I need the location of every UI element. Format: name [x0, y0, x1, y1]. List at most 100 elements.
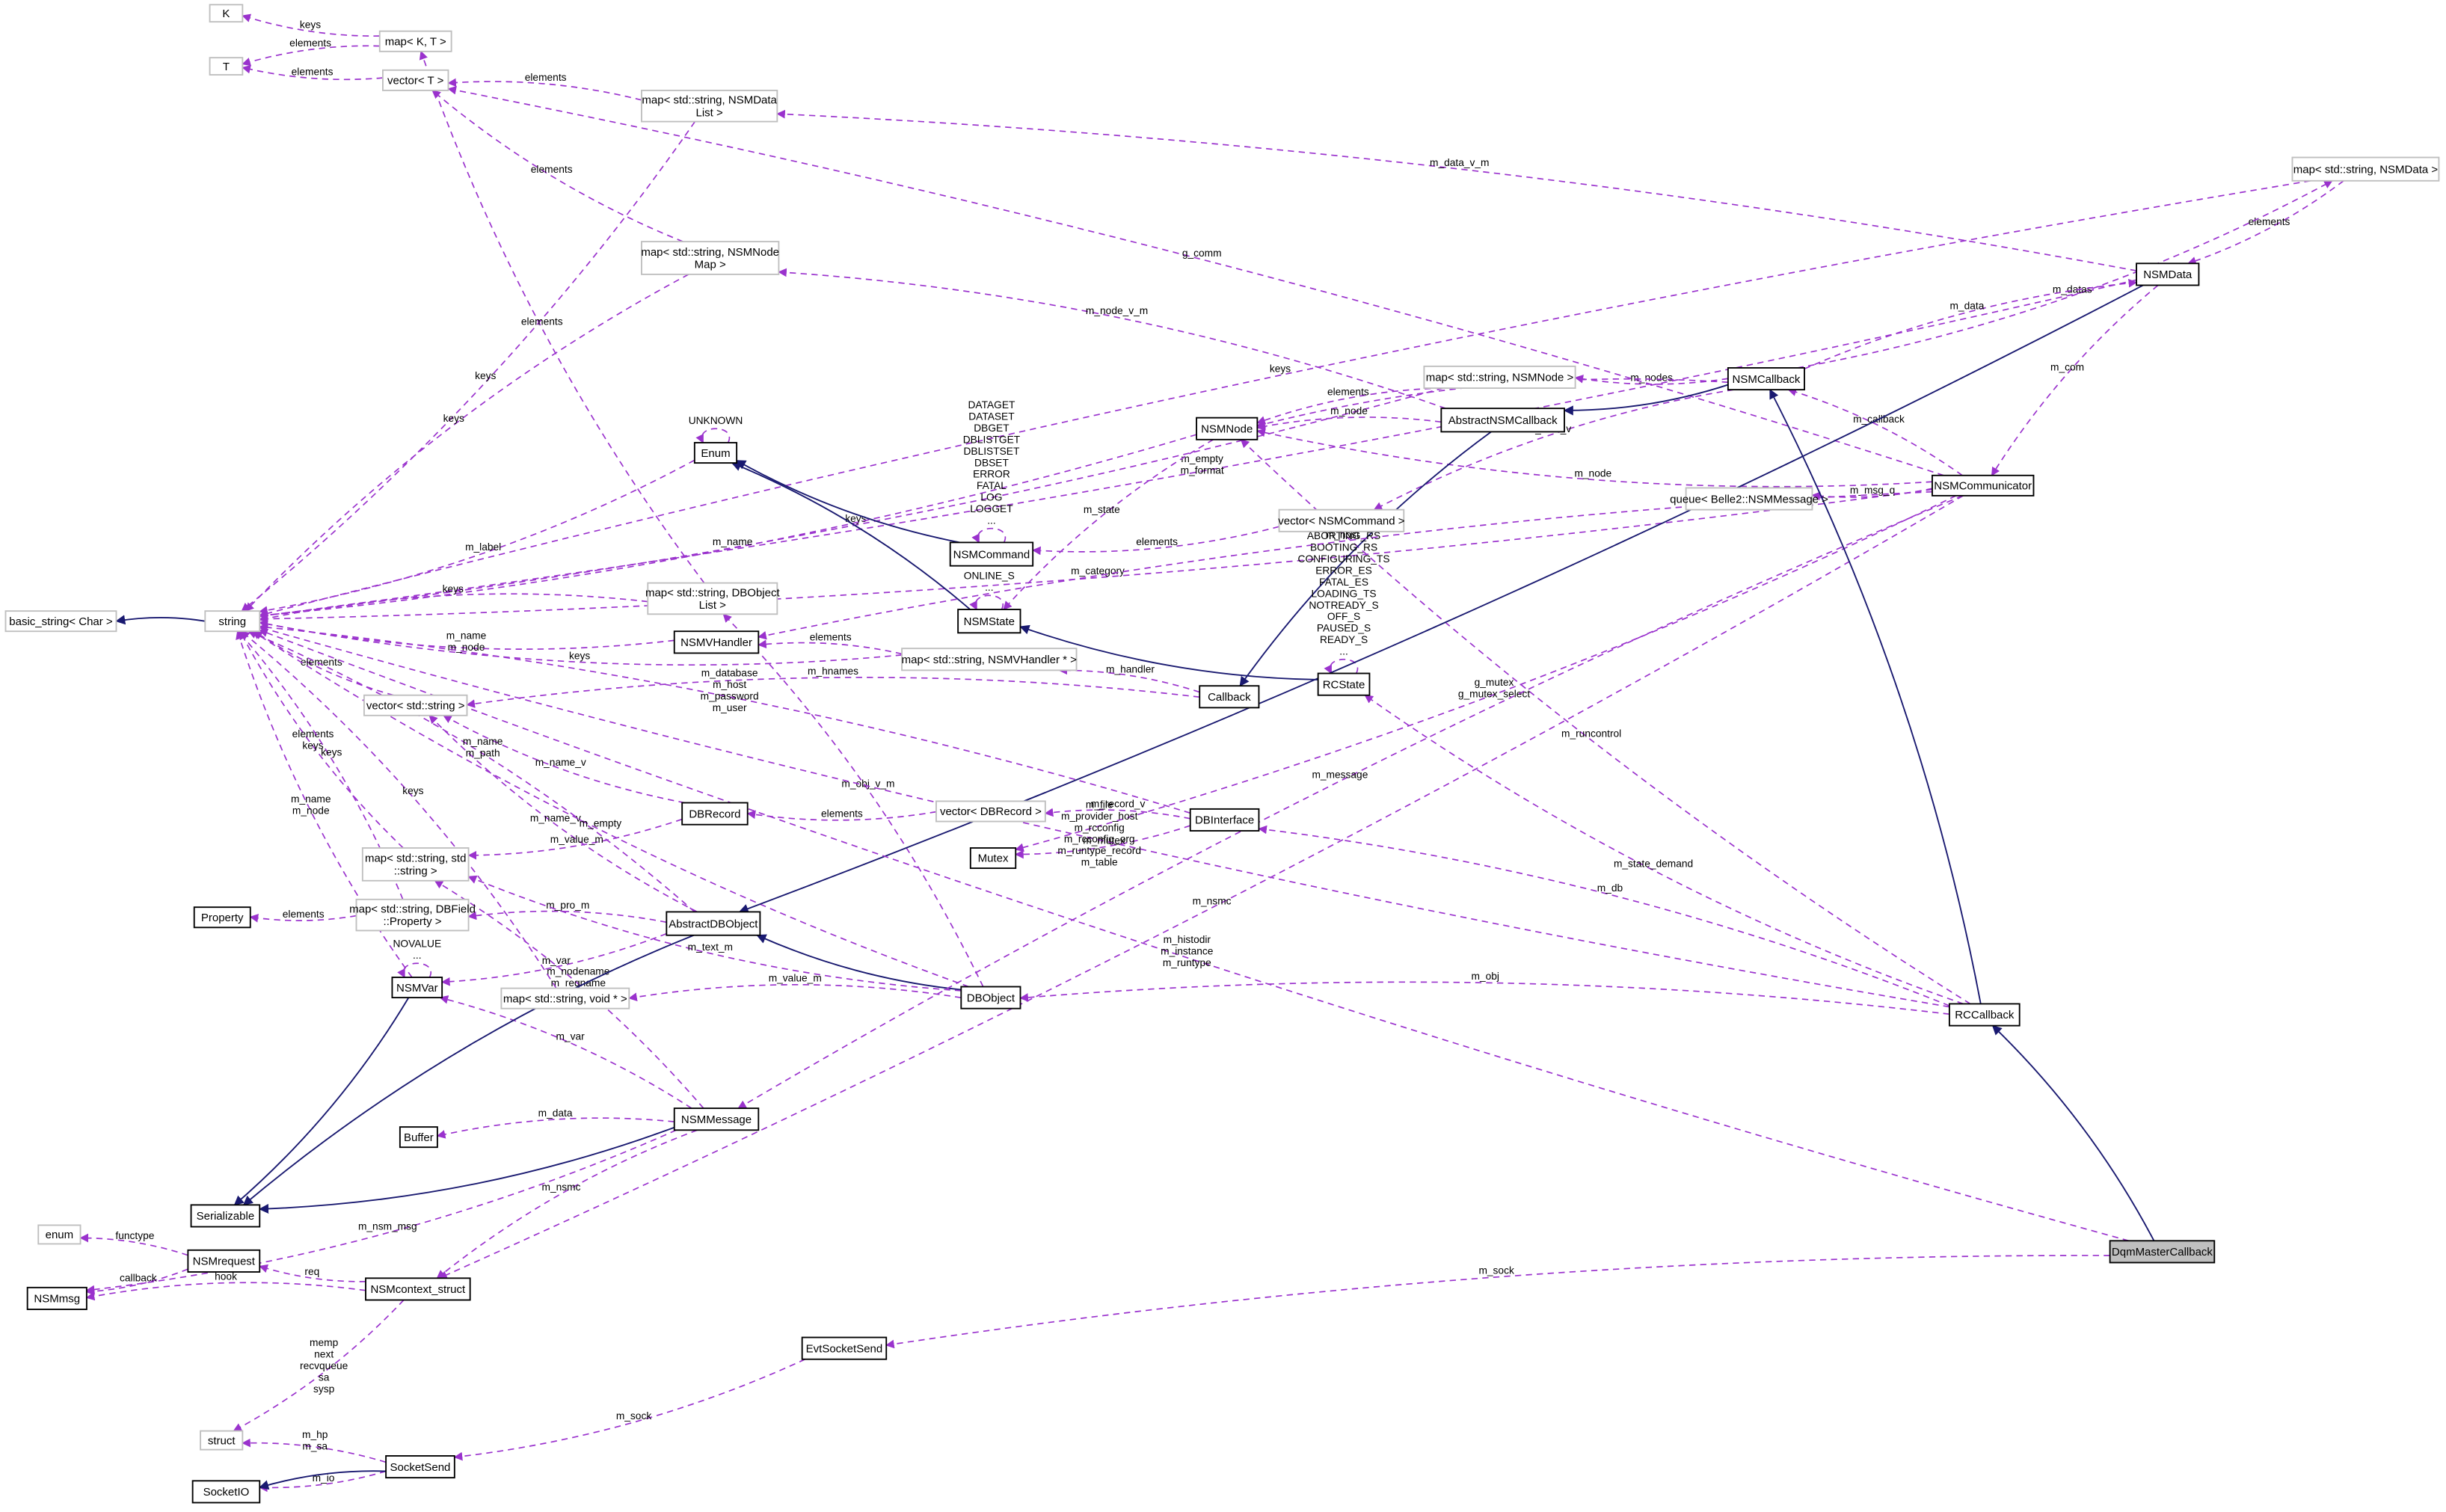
class-node-nsmrequest[interactable]: NSMrequest [187, 1249, 261, 1273]
class-node-abstract-dbobject[interactable]: AbstractDBObject [666, 911, 761, 936]
class-node-map-data[interactable]: map< std::string, NSMData > [2291, 156, 2440, 182]
class-box[interactable] [2109, 1240, 2216, 1264]
class-box[interactable] [693, 442, 738, 464]
class-node-nsmcommunicator[interactable]: NSMCommunicator [1932, 474, 2035, 497]
class-node-enum[interactable]: enum [37, 1224, 82, 1245]
class-node-nsmcontext[interactable]: NSMcontext_struct [365, 1277, 471, 1301]
class-box[interactable] [801, 1336, 888, 1360]
class-node-map-dbfield[interactable]: map< std::string, DBField::Property > [349, 898, 476, 932]
class-box[interactable] [190, 1204, 261, 1228]
class-node-queue[interactable]: queue< Belle2::NSMMessage > [1670, 487, 1828, 511]
class-box[interactable] [949, 541, 1034, 567]
class-node-t[interactable]: T [209, 57, 244, 76]
class-node-map-kt[interactable]: map< K, T > [378, 30, 452, 52]
class-node-enum[interactable]: Enum [693, 442, 738, 464]
class-node-dqm-master-callback[interactable]: DqmMasterCallback [2109, 1240, 2216, 1264]
class-box[interactable] [641, 89, 778, 123]
class-box[interactable] [26, 1286, 87, 1310]
class-box[interactable] [378, 30, 452, 52]
class-node-dbobject[interactable]: DBObject [960, 986, 1021, 1009]
class-node-k[interactable]: K [209, 4, 244, 23]
class-box[interactable] [1948, 1003, 2021, 1027]
class-box[interactable] [191, 1480, 261, 1504]
class-node-rcstate[interactable]: RCState [1317, 672, 1371, 696]
class-node-struct[interactable]: struct [200, 1430, 244, 1451]
class-node-dbrecord[interactable]: DBRecord [681, 802, 749, 826]
class-box[interactable] [4, 610, 117, 633]
class-node-nsmvar[interactable]: NSMVar [391, 977, 443, 999]
class-node-serializable[interactable]: Serializable [190, 1204, 261, 1228]
class-box[interactable] [1317, 672, 1371, 696]
class-node-vec-t[interactable]: vector< T > [381, 69, 449, 91]
class-box[interactable] [673, 1107, 760, 1131]
class-node-map-std-string[interactable]: map< std::string, std::string > [361, 847, 470, 882]
class-box[interactable] [1423, 365, 1576, 389]
class-box[interactable] [1199, 685, 1260, 709]
class-box[interactable] [200, 1430, 244, 1451]
class-box[interactable] [391, 977, 443, 999]
class-box[interactable] [2291, 156, 2440, 182]
class-node-map-node[interactable]: map< std::string, NSMNode > [1423, 365, 1576, 389]
class-box[interactable] [355, 898, 470, 932]
class-box[interactable] [681, 802, 749, 826]
class-box[interactable] [37, 1224, 82, 1245]
class-box[interactable] [1685, 487, 1813, 511]
class-node-string[interactable]: string [204, 610, 261, 633]
class-node-map-void[interactable]: map< std::string, void * > [500, 987, 630, 1009]
class-box[interactable] [204, 610, 261, 633]
class-box[interactable] [901, 648, 1078, 672]
class-node-map-vhandler[interactable]: map< std::string, NSMVHandler * > [901, 648, 1078, 672]
class-box[interactable] [381, 69, 449, 91]
class-node-nsmcommand[interactable]: NSMCommand [949, 541, 1034, 567]
class-box[interactable] [385, 1455, 455, 1479]
class-node-basic[interactable]: basic_string< Char > [4, 610, 117, 633]
class-node-nsmdata[interactable]: NSMData [2136, 262, 2200, 286]
class-box[interactable] [399, 1126, 438, 1149]
class-box[interactable] [363, 694, 468, 716]
class-node-property[interactable]: Property [193, 906, 251, 929]
class-node-nsmnode[interactable]: NSMNode [1196, 417, 1259, 440]
class-node-evt-socket-send[interactable]: EvtSocketSend [801, 1336, 888, 1360]
class-box[interactable] [1189, 808, 1260, 832]
class-node-socket-io[interactable]: SocketIO [191, 1480, 261, 1504]
class-node-nsmmessage[interactable]: NSMMessage [673, 1107, 760, 1131]
class-box[interactable] [666, 911, 761, 936]
class-box[interactable] [1440, 408, 1565, 433]
class-box[interactable] [935, 800, 1046, 823]
class-node-vec-dbrecord[interactable]: vector< DBRecord > [935, 800, 1046, 823]
class-box[interactable] [1196, 417, 1259, 440]
class-node-nsmstate[interactable]: NSMState [957, 609, 1021, 634]
class-node-dbinterface[interactable]: DBInterface [1189, 808, 1260, 832]
class-node-vec-string[interactable]: vector< std::string > [363, 694, 468, 716]
class-node-vec-cmd[interactable]: vector< NSMCommand > [1278, 508, 1405, 532]
class-box[interactable] [209, 4, 244, 23]
class-box[interactable] [673, 630, 760, 654]
class-box[interactable] [957, 609, 1021, 634]
class-node-nsmcallback[interactable]: NSMCallback [1727, 367, 1805, 391]
class-box[interactable] [2136, 262, 2200, 286]
class-node-mutex[interactable]: Mutex [969, 847, 1017, 870]
class-box[interactable] [209, 57, 244, 76]
class-box[interactable] [361, 847, 470, 882]
class-box[interactable] [500, 987, 630, 1009]
class-box[interactable] [1932, 474, 2035, 497]
class-node-nsmmsg[interactable]: NSMmsg [26, 1286, 87, 1310]
class-node-nsmvhandler[interactable]: NSMVHandler [673, 630, 760, 654]
class-box[interactable] [365, 1277, 471, 1301]
class-box[interactable] [1727, 367, 1805, 391]
class-box[interactable] [647, 582, 778, 615]
class-box[interactable] [1278, 508, 1405, 532]
class-box[interactable] [641, 241, 780, 275]
class-box[interactable] [193, 906, 251, 929]
class-node-rccallback[interactable]: RCCallback [1948, 1003, 2021, 1027]
class-box[interactable] [187, 1249, 261, 1273]
class-box[interactable] [969, 847, 1017, 870]
class-node-abstract-nsmcallback[interactable]: AbstractNSMCallback [1440, 408, 1565, 433]
class-node-socket-send[interactable]: SocketSend [385, 1455, 455, 1479]
class-node-callback[interactable]: Callback [1199, 685, 1260, 709]
class-box[interactable] [960, 986, 1021, 1009]
class-node-buffer[interactable]: Buffer [399, 1126, 438, 1149]
